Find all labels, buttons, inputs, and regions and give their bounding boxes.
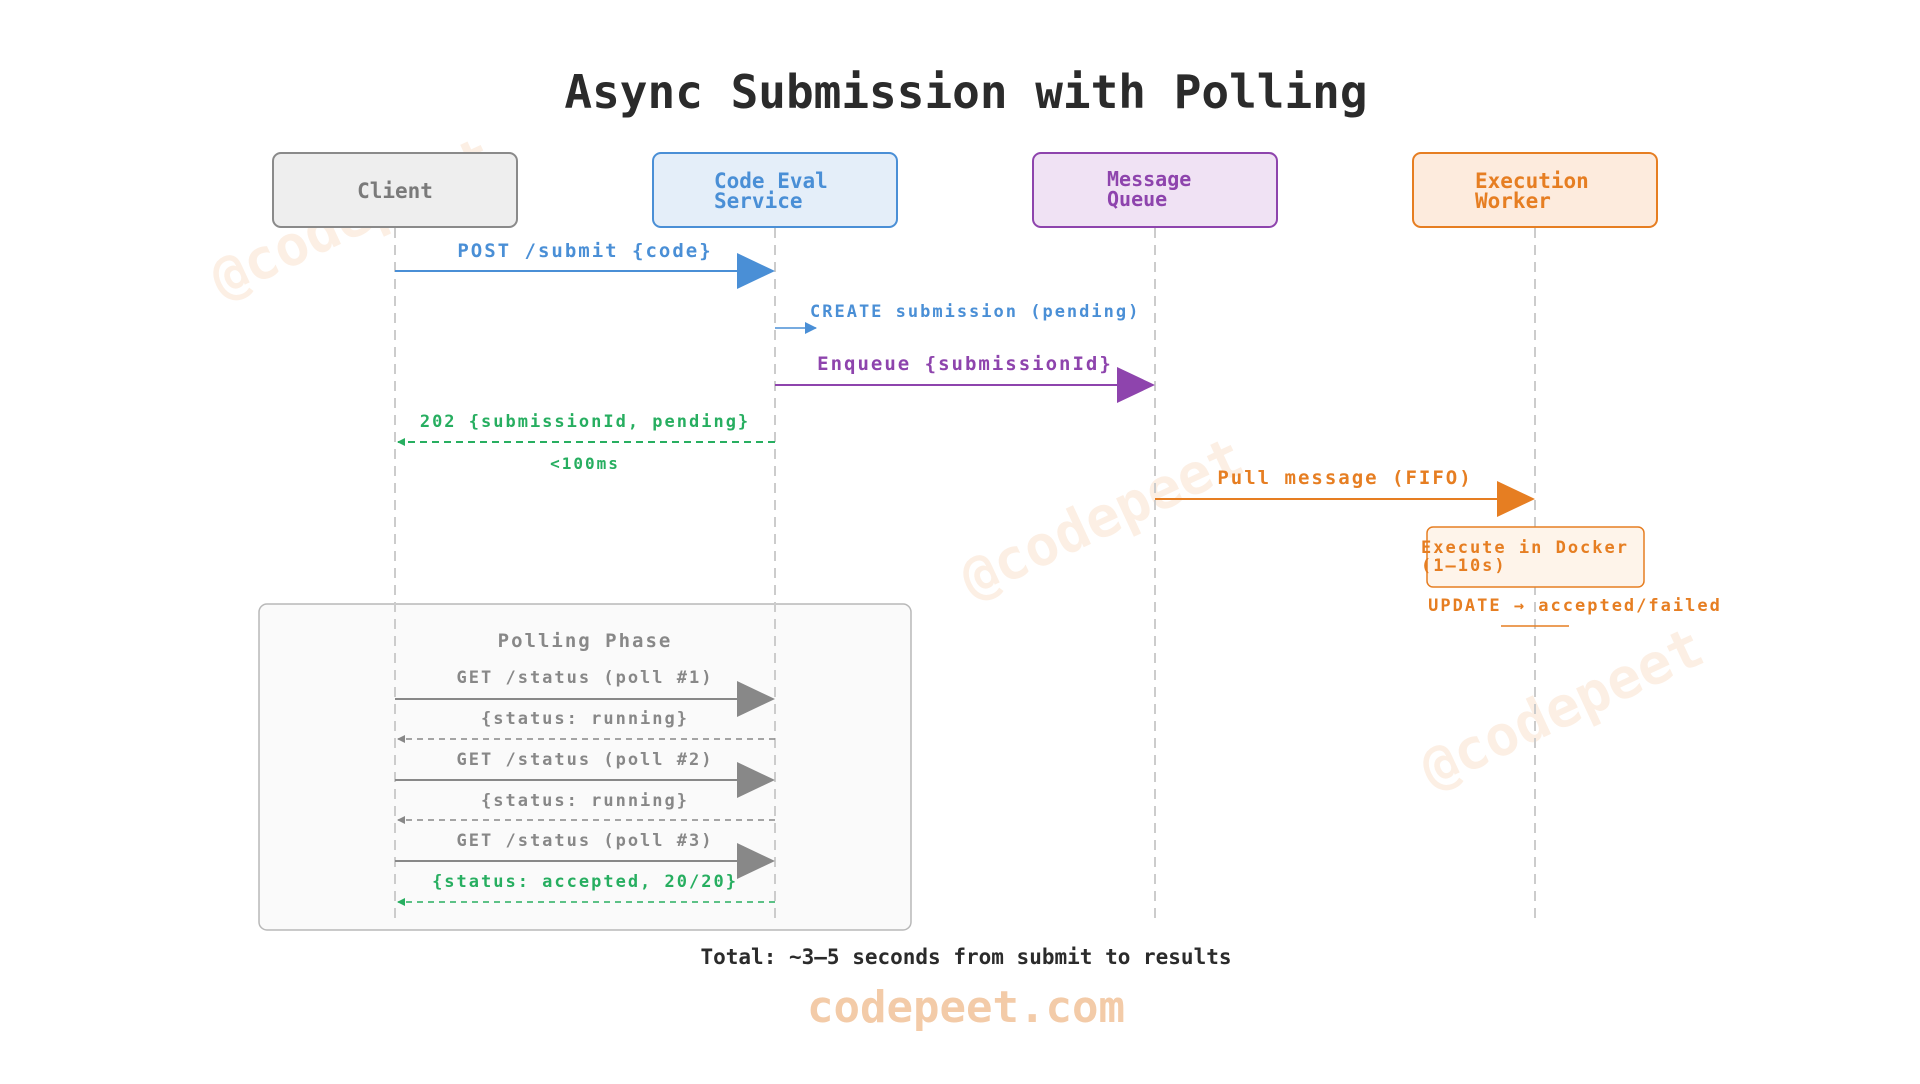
poll-request-3: GET /status (poll #3) (395, 831, 775, 879)
message-arrow-head (1117, 367, 1155, 403)
watermark-2: @codepeet (951, 425, 1253, 612)
message-arrow-head (1497, 481, 1535, 517)
participant-label: Worker (1475, 189, 1551, 213)
participant-box (1412, 152, 1658, 228)
participant-box (272, 152, 518, 228)
message-arrow-head (737, 762, 775, 798)
participant-label: Message (1107, 167, 1191, 191)
participant-message-queue: Message Queue (1032, 152, 1278, 228)
participant-label: Queue (1107, 187, 1167, 211)
participant-box (1032, 152, 1278, 228)
poll-request-1: GET /status (poll #1) (395, 668, 775, 717)
latency-label: <100ms (550, 454, 620, 473)
poll-response-2: {status: running} (397, 791, 775, 824)
message-post-submit: POST /submit {code} (395, 240, 775, 289)
message-label: CREATE submission (pending) (810, 302, 1140, 322)
participant-label: Service (714, 189, 803, 213)
message-202-response: 202 {submissionId, pending} <100ms (397, 412, 775, 473)
message-label: {status: running} (481, 709, 689, 729)
participant-execution-worker: Execution Worker (1412, 152, 1658, 228)
message-label: UPDATE → accepted/failed (1428, 596, 1722, 616)
polling-phase-title: Polling Phase (498, 630, 673, 652)
message-arrow-head (737, 253, 775, 289)
message-pull: Pull message (FIFO) (1155, 467, 1535, 517)
participant-client: Client (272, 152, 518, 228)
message-create-submission: CREATE submission (pending) (775, 302, 1140, 334)
participant-label: Client (357, 179, 433, 203)
message-enqueue: Enqueue {submissionId} (775, 353, 1155, 403)
participant-code-eval-service: Code Eval Service (652, 152, 898, 228)
message-label: GET /status (poll #2) (457, 750, 714, 770)
brand-text: codepeet.com (807, 982, 1125, 1033)
worker-execute-note: Execute in Docker (1–10s) (1421, 526, 1645, 588)
message-arrow-head (737, 843, 775, 879)
diagram-title: Async Submission with Polling (564, 65, 1367, 119)
message-arrow-head (737, 681, 775, 717)
message-update-status: UPDATE → accepted/failed (1428, 596, 1722, 627)
total-time-note: Total: ~3–5 seconds from submit to resul… (700, 945, 1231, 969)
message-label: {status: accepted, 20/20} (432, 872, 738, 892)
message-label: {status: running} (481, 791, 689, 811)
note-line: (1–10s) (1421, 556, 1507, 576)
poll-request-2: GET /status (poll #2) (395, 750, 775, 798)
message-label: 202 {submissionId, pending} (420, 412, 750, 432)
note-box (1426, 526, 1645, 588)
message-label: Pull message (FIFO) (1217, 467, 1472, 489)
participant-box (652, 152, 898, 228)
message-label: GET /status (poll #3) (457, 831, 714, 851)
poll-response-final: {status: accepted, 20/20} (397, 872, 775, 906)
participant-label: Code Eval (714, 169, 828, 193)
message-label: Enqueue {submissionId} (817, 353, 1113, 375)
note-line: Execute in Docker (1421, 538, 1629, 558)
message-label: POST /submit {code} (457, 240, 712, 262)
watermark-3: @codepeet (1411, 615, 1713, 802)
participant-label: Execution (1475, 169, 1589, 193)
poll-response-1: {status: running} (397, 709, 775, 743)
message-label: GET /status (poll #1) (457, 668, 714, 688)
